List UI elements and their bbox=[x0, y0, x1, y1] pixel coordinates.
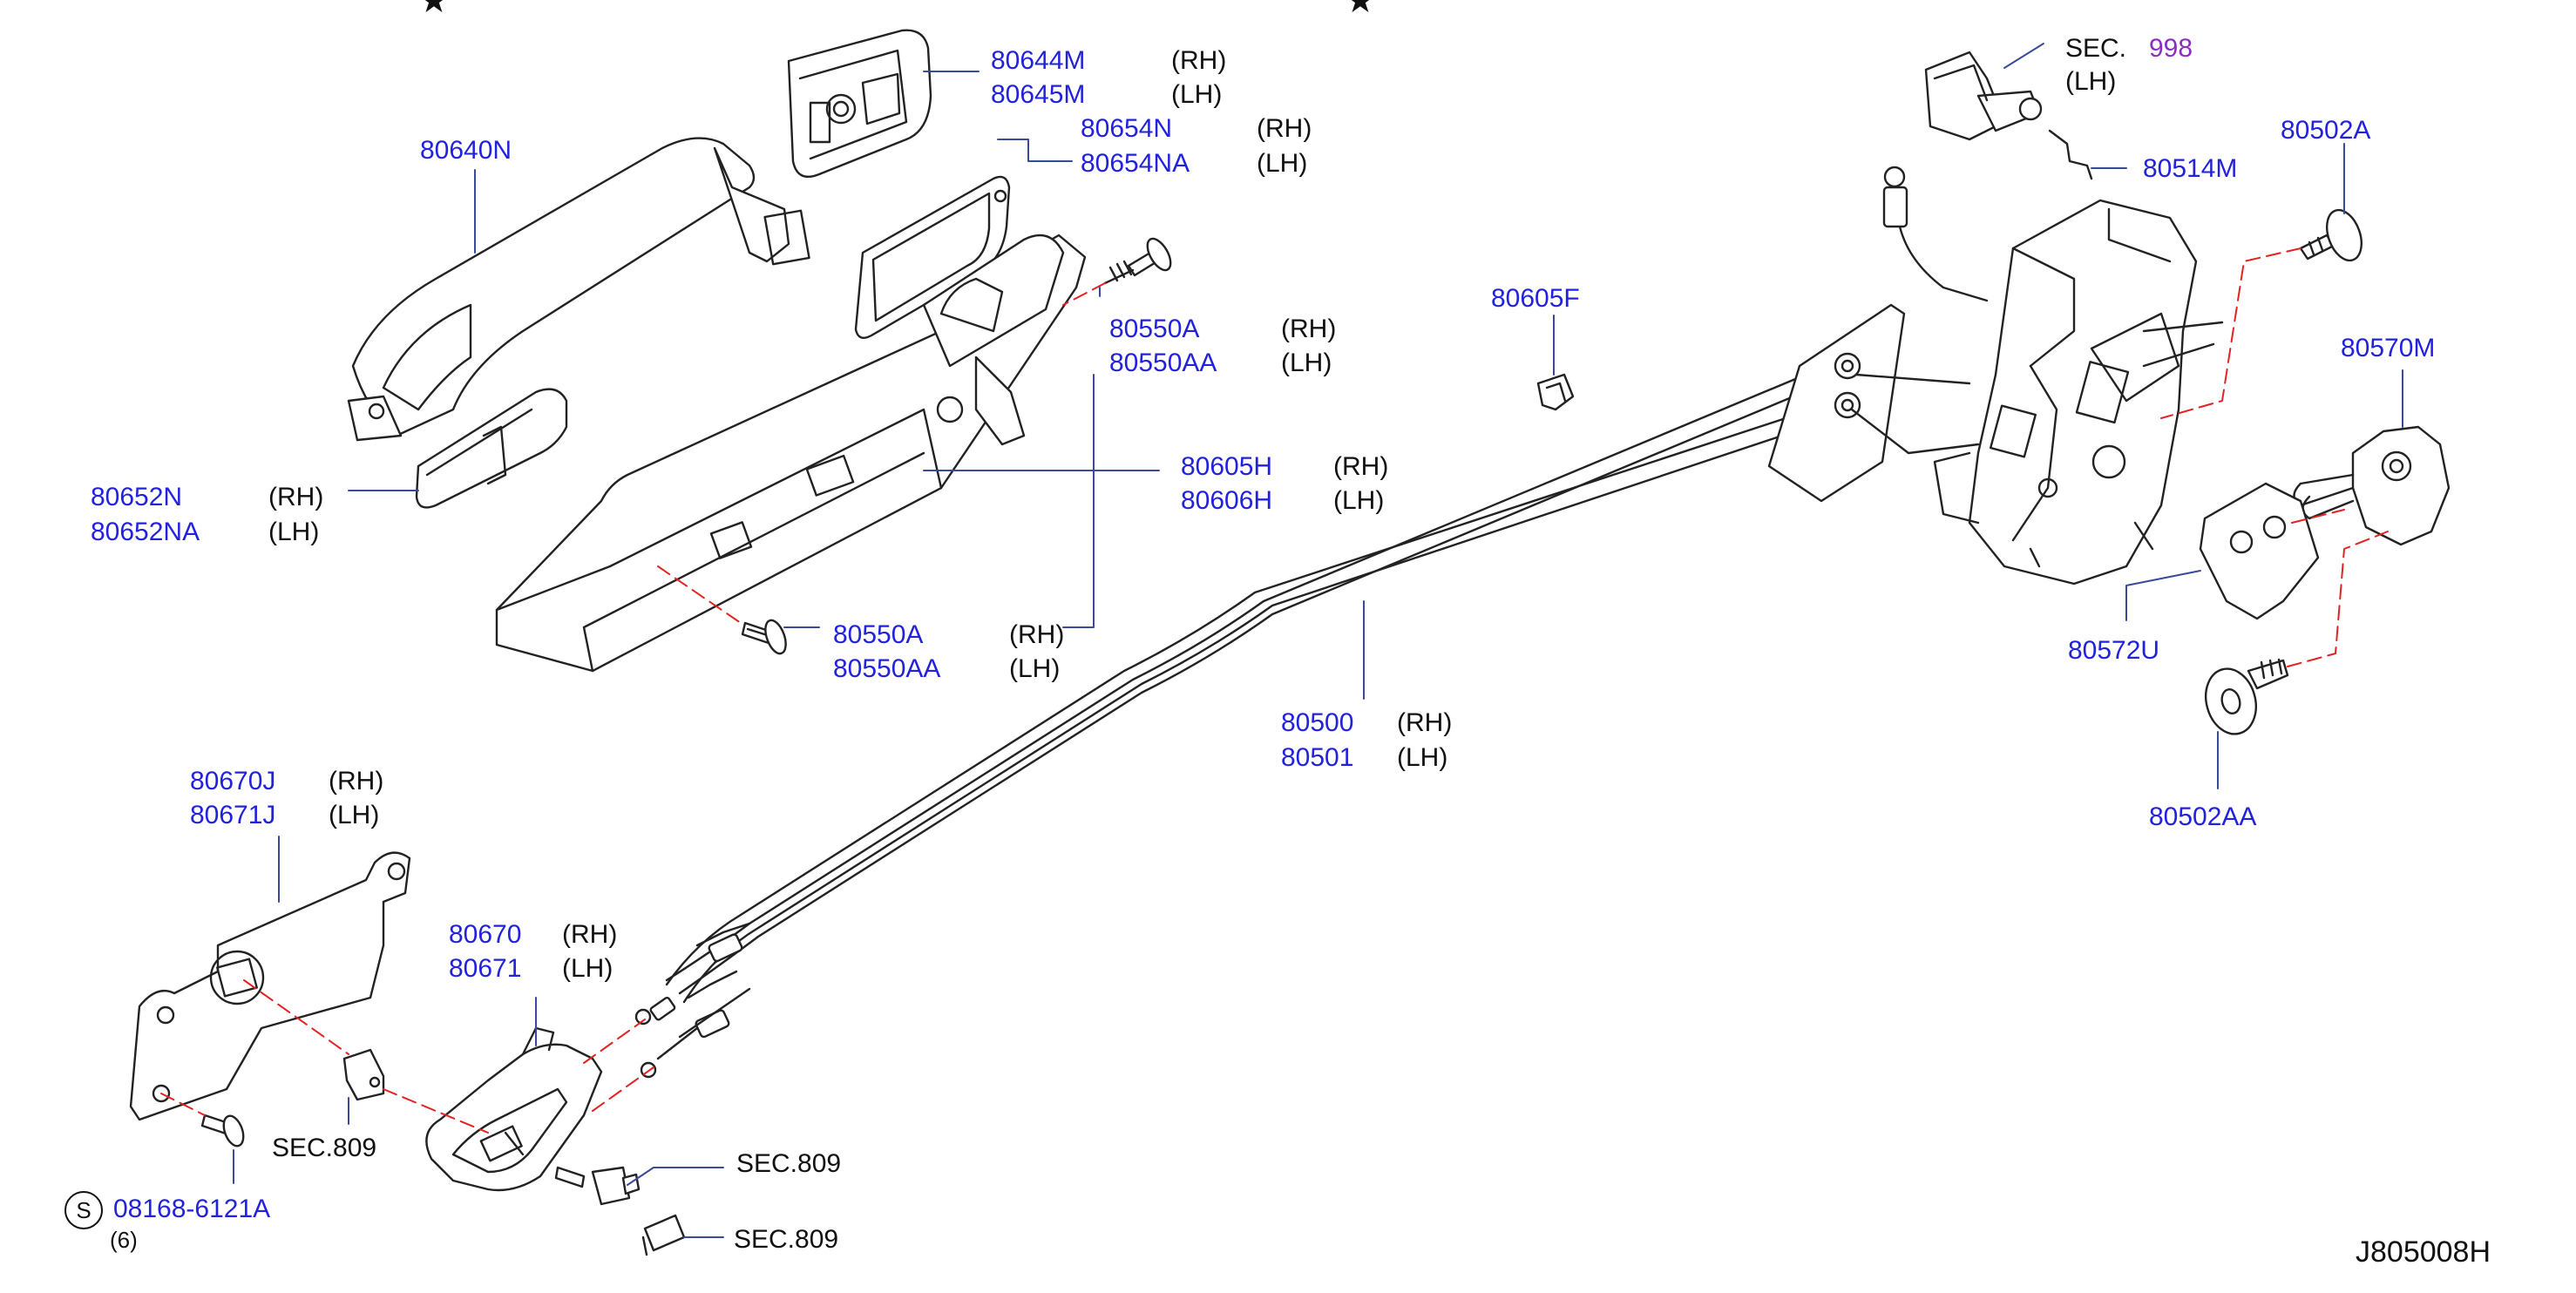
screw-80550A-upper[interactable] bbox=[1103, 235, 1176, 285]
part-number-80605H[interactable]: 80605H bbox=[1181, 452, 1273, 481]
sec-998-side: (LH) bbox=[2065, 67, 2117, 96]
part-number-80670J[interactable]: 80670J bbox=[190, 767, 276, 795]
shim-80572U[interactable] bbox=[2199, 482, 2320, 620]
side-label: (LH) bbox=[329, 801, 380, 829]
part-number-80645M[interactable]: 80645M bbox=[991, 80, 1086, 109]
part-number-80654NA[interactable]: 80654NA bbox=[1081, 149, 1190, 178]
rod-cable-80500[interactable] bbox=[665, 355, 1858, 1004]
clip-sec809-a[interactable] bbox=[342, 1048, 385, 1101]
side-label: (RH) bbox=[1397, 708, 1453, 737]
part-number-80550AA-lower[interactable]: 80550AA bbox=[833, 654, 941, 683]
key-cylinder[interactable] bbox=[1924, 51, 2043, 141]
side-label: (LH) bbox=[1281, 349, 1332, 377]
sec-809-ref-b[interactable]: SEC.809 bbox=[736, 1149, 842, 1178]
sec-998-prefix: SEC. bbox=[2065, 34, 2127, 63]
cable-bracket[interactable] bbox=[1767, 303, 1906, 503]
part-number-80550A-lower[interactable]: 80550A bbox=[833, 620, 924, 649]
side-label: (RH) bbox=[1171, 46, 1227, 75]
cap-sec809-c[interactable] bbox=[641, 1214, 686, 1256]
side-label: (RH) bbox=[1257, 114, 1312, 143]
side-label: (LH) bbox=[1171, 80, 1223, 109]
s-symbol-icon: S bbox=[64, 1191, 103, 1229]
part-number-80671[interactable]: 80671 bbox=[449, 954, 522, 983]
side-label: (RH) bbox=[562, 920, 618, 949]
part-number-80652NA[interactable]: 80652NA bbox=[91, 518, 200, 546]
part-number-80550A-upper[interactable]: 80550A bbox=[1109, 315, 1200, 343]
part-number-80500[interactable]: 80500 bbox=[1281, 708, 1354, 737]
screw-08168[interactable] bbox=[200, 1114, 247, 1149]
side-label: (RH) bbox=[1333, 452, 1389, 481]
door-lock-actuator[interactable] bbox=[1933, 199, 2224, 586]
part-number-80502AA[interactable]: 80502AA bbox=[2149, 802, 2257, 831]
part-number-80605F[interactable]: 80605F bbox=[1491, 284, 1580, 313]
part-number-80670[interactable]: 80670 bbox=[449, 920, 522, 949]
assembly-lines bbox=[160, 247, 2389, 1134]
screw-80502AA[interactable] bbox=[2199, 658, 2289, 740]
part-number-80654N[interactable]: 80654N bbox=[1081, 114, 1173, 143]
side-label: (LH) bbox=[562, 954, 613, 983]
side-label: (RH) bbox=[268, 483, 324, 511]
side-label: (RH) bbox=[329, 767, 384, 795]
gasket-80654N[interactable] bbox=[854, 175, 1011, 339]
side-label: (LH) bbox=[1009, 654, 1061, 683]
cable-ends[interactable] bbox=[634, 922, 751, 1079]
sec-998-link[interactable]: 998 bbox=[2149, 34, 2193, 63]
part-number-80671J[interactable]: 80671J bbox=[190, 801, 276, 829]
bracket-80670J[interactable] bbox=[129, 851, 411, 1121]
screw-80502A[interactable] bbox=[2299, 206, 2368, 266]
sec-809-ref-a[interactable]: SEC.809 bbox=[272, 1134, 377, 1162]
clip-80605F[interactable] bbox=[1536, 373, 1575, 411]
part-number-80514M[interactable]: 80514M bbox=[2143, 154, 2238, 183]
part-number-80606H[interactable]: 80606H bbox=[1181, 486, 1273, 515]
part-number-80502A[interactable]: 80502A bbox=[2281, 116, 2371, 145]
part-number-80652N[interactable]: 80652N bbox=[91, 483, 183, 511]
part-number-80501[interactable]: 80501 bbox=[1281, 743, 1354, 772]
side-label: (RH) bbox=[1281, 315, 1337, 343]
outside-handle-80640N[interactable] bbox=[347, 137, 810, 442]
side-label: (LH) bbox=[1333, 486, 1385, 515]
drawing-code: J805008H bbox=[2356, 1235, 2491, 1269]
star-mark-left: ★ bbox=[418, 0, 450, 21]
part-number-80570M[interactable]: 80570M bbox=[2341, 334, 2436, 362]
inside-handle-80670[interactable] bbox=[425, 1026, 603, 1192]
handle-escutcheon-80644M[interactable] bbox=[787, 29, 932, 179]
part-number-80550AA-upper[interactable]: 80550AA bbox=[1109, 349, 1217, 377]
leader-lines bbox=[233, 43, 2403, 1238]
side-label: (LH) bbox=[1257, 149, 1308, 178]
handle-frame-80605H[interactable] bbox=[495, 234, 1087, 673]
rod-80514M[interactable] bbox=[2048, 129, 2093, 180]
screw-80550A-lower[interactable] bbox=[741, 618, 790, 656]
side-label: (LH) bbox=[1397, 743, 1448, 772]
quantity-label: (6) bbox=[110, 1227, 138, 1253]
part-number-80572U[interactable]: 80572U bbox=[2068, 636, 2160, 665]
side-label: (RH) bbox=[1009, 620, 1065, 649]
star-mark-right: ★ bbox=[1345, 0, 1376, 21]
striker-80570M[interactable] bbox=[2293, 425, 2451, 546]
side-label: (LH) bbox=[268, 518, 320, 546]
part-number-80644M[interactable]: 80644M bbox=[991, 46, 1086, 75]
handle-cover-80652N[interactable] bbox=[415, 388, 568, 509]
screw-sec809-b[interactable] bbox=[554, 1166, 641, 1206]
part-number-80640N[interactable]: 80640N bbox=[420, 136, 512, 165]
lock-cable[interactable] bbox=[1850, 166, 1989, 455]
sec-809-ref-c[interactable]: SEC.809 bbox=[734, 1225, 839, 1254]
part-number-08168-6121A[interactable]: 08168-6121A bbox=[113, 1195, 271, 1223]
